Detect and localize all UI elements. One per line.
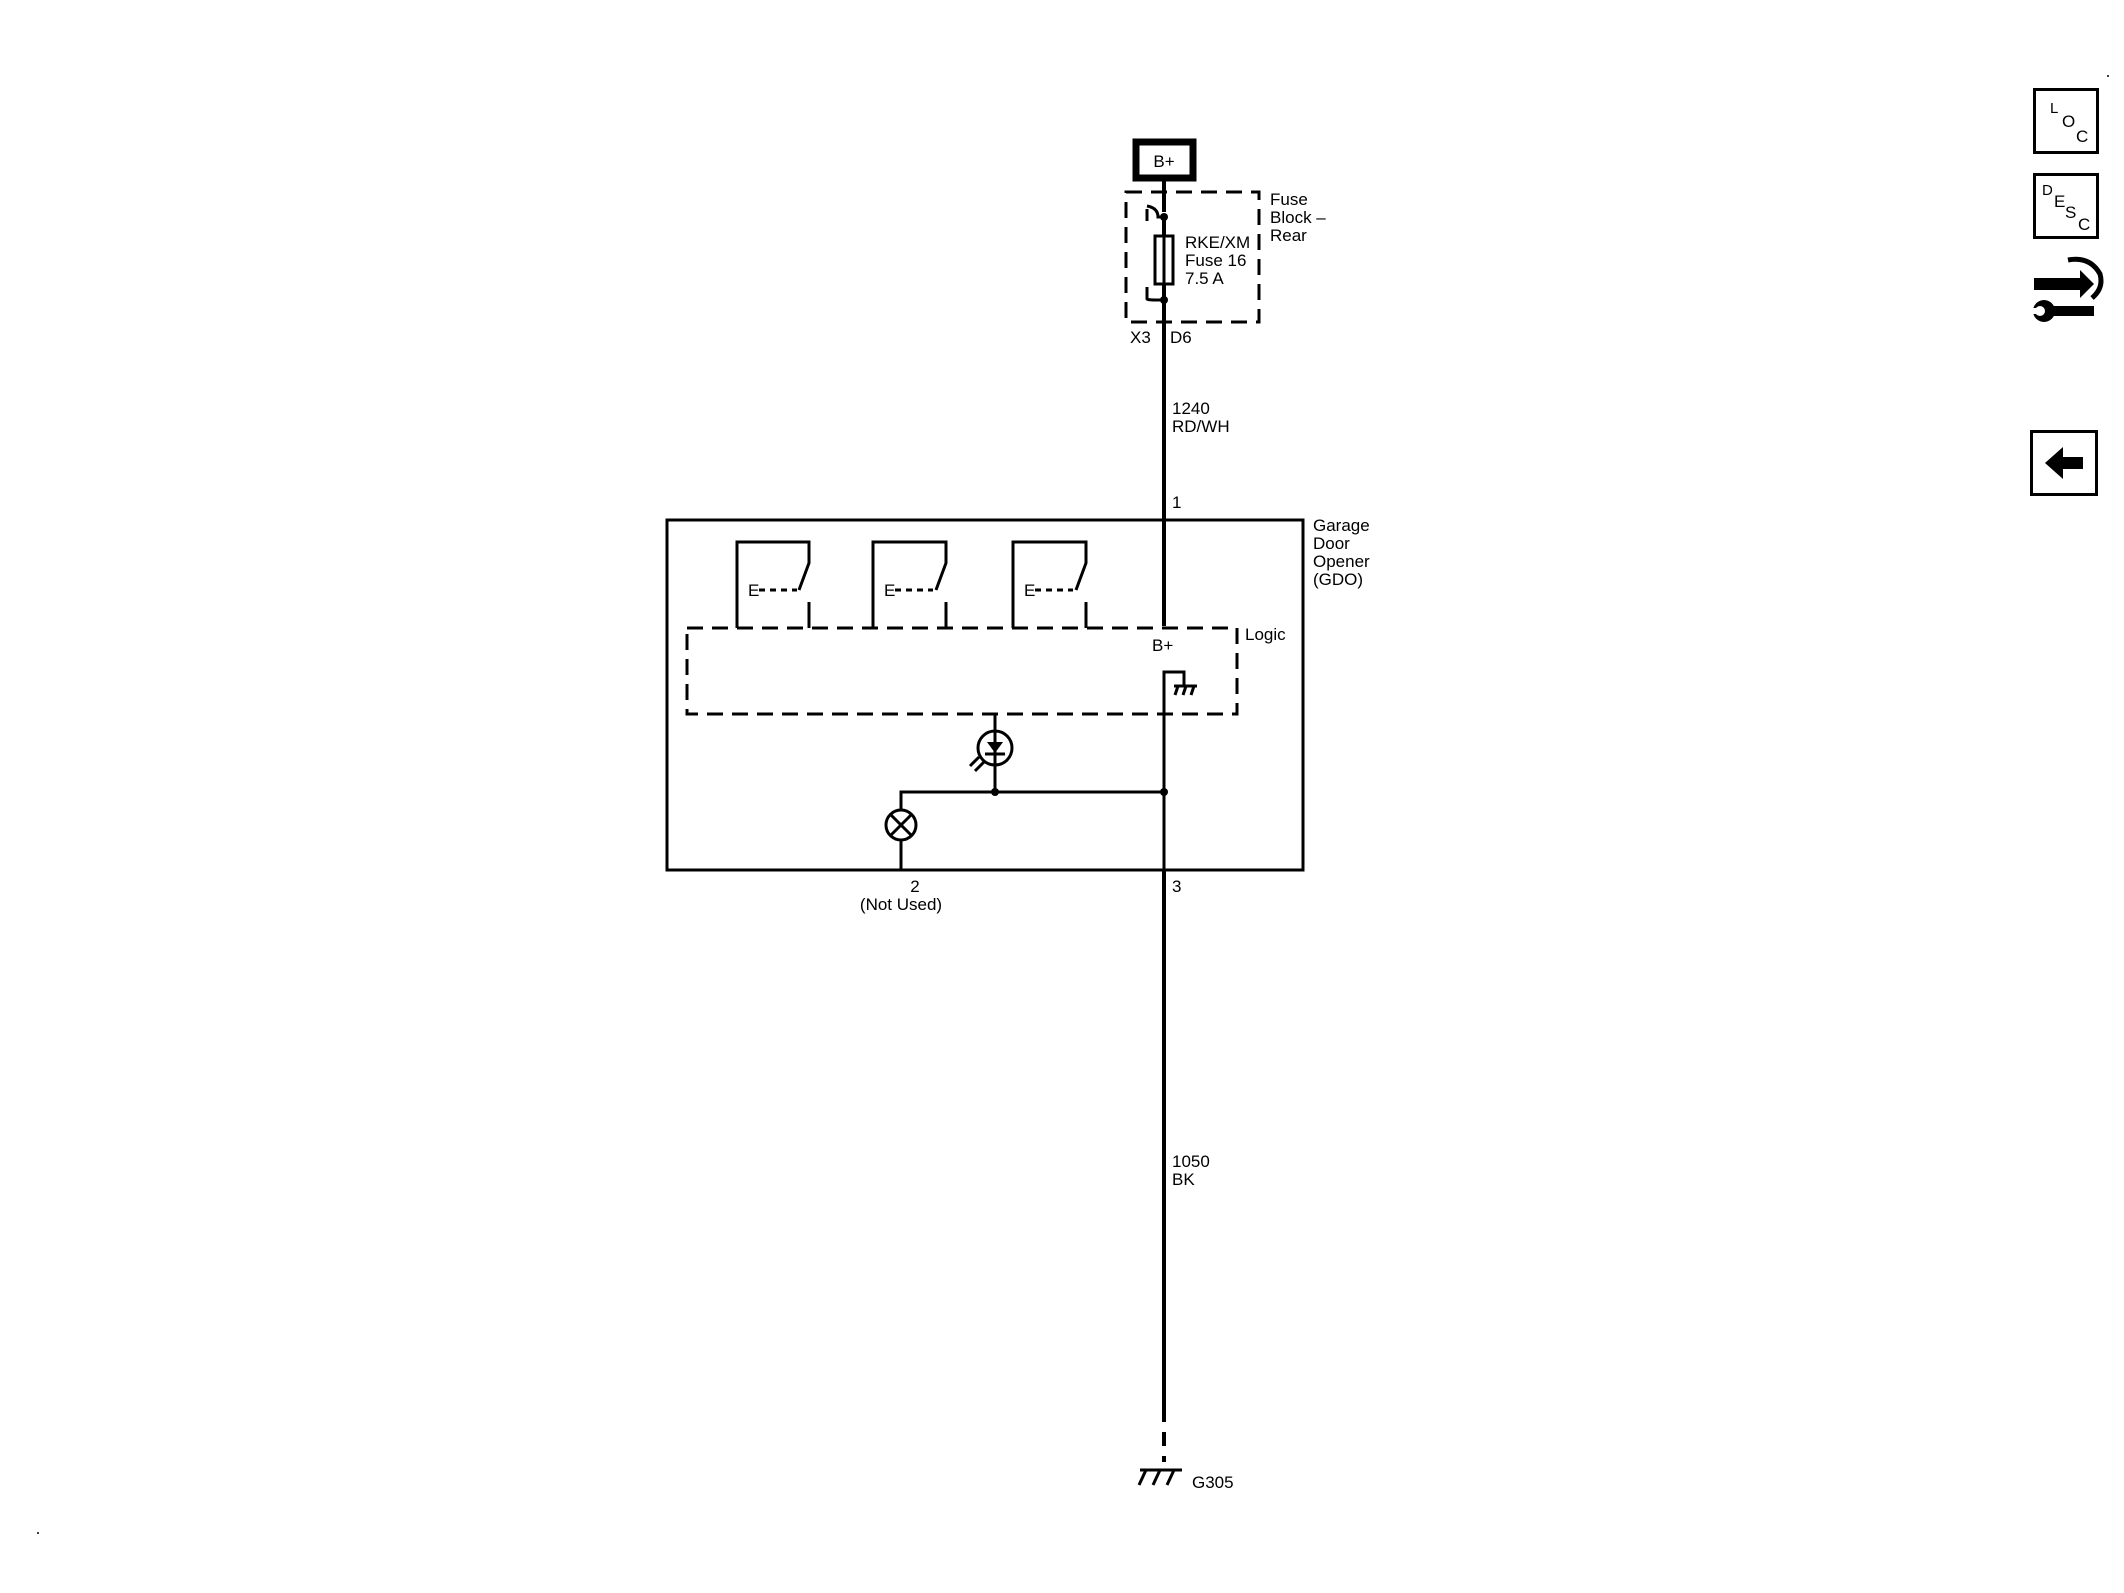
connector-wrench-icon[interactable] [2030,252,2104,332]
switch-2-glyph: E [884,581,895,600]
wire-1050-color: BK [1172,1170,1195,1189]
fuse-block-rear: Fuse Block – Rear RKE/XM Fuse 16 7.5 A X… [1124,190,1326,347]
switch-1: E [735,540,811,628]
power-source-label: B+ [1153,152,1174,171]
gdo-pin-1-label: 1 [1172,493,1181,512]
back-arrow-icon [2045,447,2083,479]
wire-1240: 1240 RD/WH 1 [1162,300,1230,626]
gdo-name-line-1: Garage [1313,516,1370,535]
gdo-pin-3-label: 3 [1172,877,1181,896]
garage-door-opener-module: Garage Door Opener (GDO) Logic B+ E E E [665,516,1370,872]
wire-1240-circuit: 1240 [1172,399,1210,418]
gdo-name-line-2: Door [1313,534,1350,553]
back-button[interactable] [2030,430,2098,496]
gdo-name-line-3: Opener [1313,552,1370,571]
logic-block [685,626,1239,716]
desc-letter-e: E [2054,192,2066,211]
fuse-block-name-line-3: Rear [1270,226,1307,245]
fuse-rating: 7.5 A [1185,269,1224,288]
ground-g305-label: G305 [1192,1473,1234,1492]
fuse-block-name-line-2: Block – [1270,208,1326,227]
description-button[interactable]: D E S C [2033,173,2099,239]
led-indicator [968,714,1014,792]
loc-letter-c: C [2076,127,2089,146]
connector-d6-label: D6 [1170,328,1192,347]
location-button[interactable]: L O C [2033,88,2099,154]
logic-label: Logic [1245,625,1286,644]
switch-1-glyph: E [748,581,759,600]
wire-1240-color: RD/WH [1172,417,1230,436]
wire-1050: 1050 BK [1162,870,1210,1462]
loc-letter-o: O [2062,112,2076,131]
gdo-pin-2-note: (Not Used) [860,895,942,914]
desc-letter-s: S [2065,203,2077,222]
desc-letter-c: C [2078,215,2091,234]
switch-3: E [1011,540,1088,628]
ground-g305: G305 [1137,1468,1234,1492]
loc-letter-l: L [2050,100,2059,117]
desc-letter-d: D [2042,182,2053,199]
power-source: B+ [1132,138,1197,182]
fuse-name: RKE/XM [1185,233,1250,252]
indicator-lamp [884,808,918,842]
wire-1050-circuit: 1050 [1172,1152,1210,1171]
gdo-pin-2-label: 2 [910,877,919,896]
fuse-block-name-line-1: Fuse [1270,190,1308,209]
fuse-number: Fuse 16 [1185,251,1246,270]
switch-2: E [871,540,948,628]
gdo-name-line-4: (GDO) [1313,570,1363,589]
logic-bplus-label: B+ [1152,636,1173,655]
connector-x3-label: X3 [1130,328,1151,347]
switch-3-glyph: E [1024,581,1035,600]
